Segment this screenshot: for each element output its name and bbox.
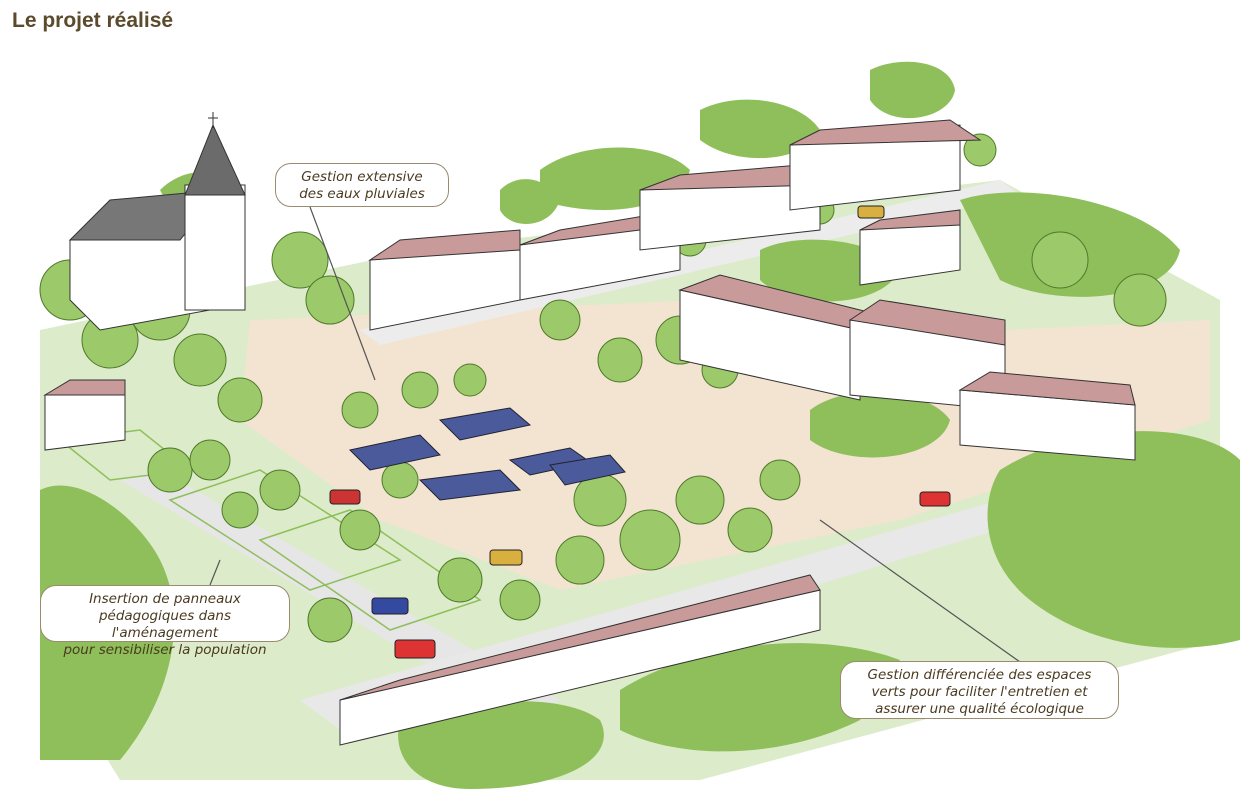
buildings bbox=[43, 112, 1136, 746]
callout-green-spaces: Gestion différenciée des espaces verts p… bbox=[840, 661, 1119, 719]
cars bbox=[329, 205, 951, 659]
callout-line: pédagogiques dans l'aménagement bbox=[98, 608, 232, 641]
callout-signage: Insertion de panneaux pédagogiques dans … bbox=[40, 585, 290, 658]
callout-line: verts pour faciliter l'entretien et bbox=[871, 684, 1088, 700]
road-back bbox=[360, 180, 1020, 345]
page-title: Le projet réalisé bbox=[12, 9, 174, 32]
market-stalls bbox=[348, 407, 626, 501]
callout-line: assurer une qualité écologique bbox=[875, 701, 1084, 717]
callout-line: des eaux pluviales bbox=[299, 186, 425, 202]
callout-line: Gestion extensive bbox=[301, 169, 423, 185]
callout-pointers bbox=[209, 206, 1021, 663]
callout-line: Gestion différenciée des espaces bbox=[867, 667, 1092, 683]
trees bbox=[39, 133, 1167, 643]
callout-line: pour sensibiliser la population bbox=[63, 642, 267, 658]
callout-rainwater: Gestion extensive des eaux pluviales bbox=[275, 163, 449, 207]
callout-line: Insertion de panneaux bbox=[89, 591, 241, 607]
